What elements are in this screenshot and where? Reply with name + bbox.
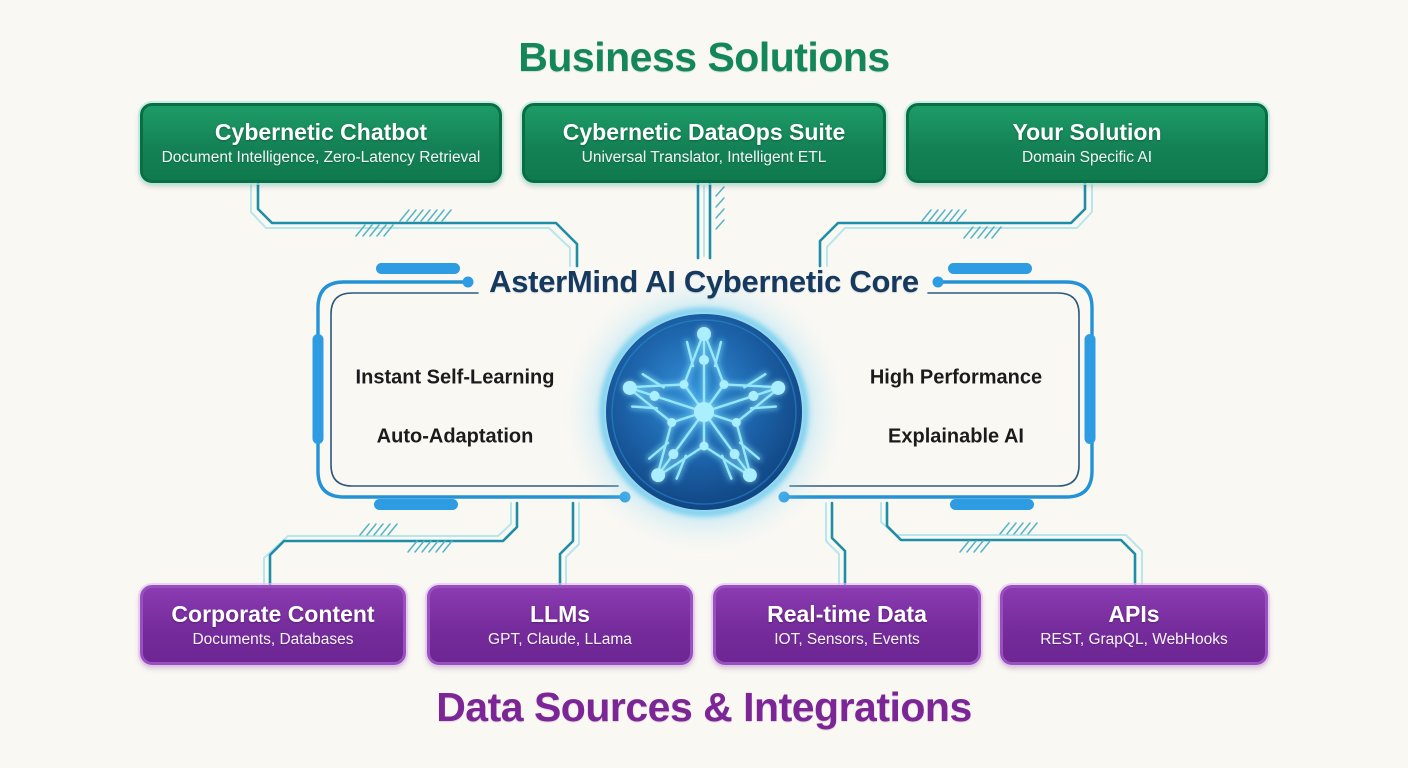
core-frame <box>312 263 1096 510</box>
core-emblem <box>592 300 816 524</box>
trace-top-group <box>250 182 1093 268</box>
trace-bottom-group <box>263 501 1143 586</box>
